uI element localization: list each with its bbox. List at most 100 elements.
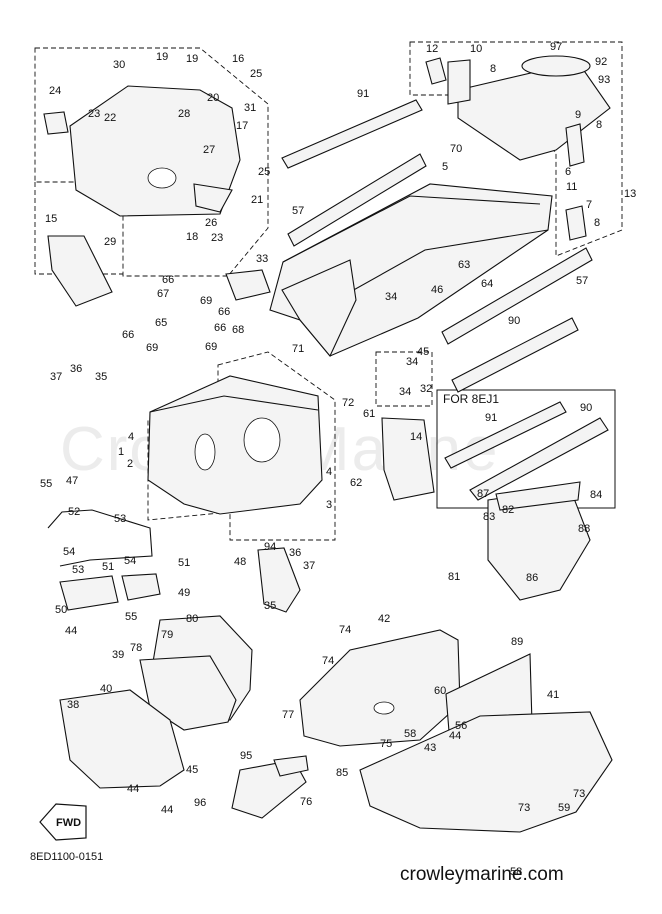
callout-73: 73 xyxy=(518,802,530,814)
callout-66: 66 xyxy=(214,322,226,334)
callout-37: 37 xyxy=(303,560,315,572)
inset-part-90 xyxy=(469,417,609,501)
callout-91: 91 xyxy=(485,412,497,424)
callout-1: 1 xyxy=(118,446,124,458)
callout-30: 30 xyxy=(113,59,125,71)
callout-37: 37 xyxy=(50,371,62,383)
callout-84: 84 xyxy=(590,489,602,501)
callout-29: 29 xyxy=(104,236,116,248)
callout-96: 96 xyxy=(194,797,206,809)
callout-36: 36 xyxy=(289,547,301,559)
callout-54: 54 xyxy=(124,555,136,567)
callout-53: 53 xyxy=(72,564,84,576)
inset-part-91 xyxy=(444,401,567,469)
callout-27: 27 xyxy=(203,144,215,156)
callout-4: 4 xyxy=(326,466,332,478)
callout-52: 52 xyxy=(68,506,80,518)
callout-87: 87 xyxy=(477,488,489,500)
callout-85: 85 xyxy=(336,767,348,779)
callout-8: 8 xyxy=(594,217,600,229)
callout-10: 10 xyxy=(470,43,482,55)
callout-34: 34 xyxy=(385,291,397,303)
callout-66: 66 xyxy=(162,274,174,286)
callout-63: 63 xyxy=(458,259,470,271)
callout-19: 19 xyxy=(156,51,168,63)
callout-75: 75 xyxy=(380,738,392,750)
rear-bracket-group xyxy=(425,55,611,241)
strip-90 xyxy=(451,317,579,393)
callout-32: 32 xyxy=(420,383,432,395)
callout-15: 15 xyxy=(45,213,57,225)
callout-68: 68 xyxy=(232,324,244,336)
lower-right-parts xyxy=(231,481,613,833)
callout-13: 13 xyxy=(624,188,636,200)
callout-93: 93 xyxy=(598,74,610,86)
callout-39: 39 xyxy=(112,649,124,661)
callout-67: 67 xyxy=(157,288,169,300)
callout-89: 89 xyxy=(511,636,523,648)
callout-8: 8 xyxy=(490,63,496,75)
callout-65: 65 xyxy=(155,317,167,329)
callout-55: 55 xyxy=(125,611,137,623)
callout-90: 90 xyxy=(580,402,592,414)
callout-73: 73 xyxy=(573,788,585,800)
callout-23: 23 xyxy=(211,232,223,244)
callout-5: 5 xyxy=(442,161,448,173)
callout-69: 69 xyxy=(200,295,212,307)
callout-74: 74 xyxy=(322,655,334,667)
callout-24: 24 xyxy=(49,85,61,97)
callout-34: 34 xyxy=(399,386,411,398)
callout-50: 50 xyxy=(55,604,67,616)
callout-33: 33 xyxy=(256,253,268,265)
callout-25: 25 xyxy=(250,68,262,80)
callout-46: 46 xyxy=(431,284,443,296)
callout-42: 42 xyxy=(378,613,390,625)
callout-66: 66 xyxy=(122,329,134,341)
callout-41: 41 xyxy=(547,689,559,701)
callout-91: 91 xyxy=(357,88,369,100)
callout-12: 12 xyxy=(426,43,438,55)
callout-49: 49 xyxy=(178,587,190,599)
callout-94: 94 xyxy=(264,541,276,553)
callout-64: 64 xyxy=(481,278,493,290)
callout-8: 8 xyxy=(596,119,602,131)
callout-88: 88 xyxy=(578,523,590,535)
callout-90: 90 xyxy=(508,315,520,327)
callout-62: 62 xyxy=(350,477,362,489)
callout-45: 45 xyxy=(417,346,429,358)
callout-80: 80 xyxy=(186,613,198,625)
callout-70: 70 xyxy=(450,143,462,155)
callout-76: 76 xyxy=(300,796,312,808)
callout-35: 35 xyxy=(95,371,107,383)
callout-4: 4 xyxy=(128,431,134,443)
callout-55: 55 xyxy=(40,478,52,490)
callout-31: 31 xyxy=(244,102,256,114)
callout-48: 48 xyxy=(234,556,246,568)
callout-59: 59 xyxy=(558,802,570,814)
callout-44: 44 xyxy=(65,625,77,637)
callout-95: 95 xyxy=(240,750,252,762)
callout-69: 69 xyxy=(146,342,158,354)
brand-url: crowleymarine.com xyxy=(400,864,564,885)
tunnel-body xyxy=(269,183,553,358)
callout-86: 86 xyxy=(526,572,538,584)
callout-58: 58 xyxy=(510,866,522,878)
callout-74: 74 xyxy=(339,624,351,636)
callout-61: 61 xyxy=(363,408,375,420)
inset-8ej1: FOR 8EJ1 xyxy=(436,389,616,509)
callout-54: 54 xyxy=(63,546,75,558)
callout-3: 3 xyxy=(326,499,332,511)
callout-83: 83 xyxy=(483,511,495,523)
callout-57: 57 xyxy=(576,275,588,287)
strip-91 xyxy=(281,99,423,169)
callout-66: 66 xyxy=(218,306,230,318)
callout-14: 14 xyxy=(410,431,422,443)
inset-title: FOR 8EJ1 xyxy=(443,392,499,406)
callout-40: 40 xyxy=(100,683,112,695)
rail-57-left xyxy=(287,153,427,247)
callout-26: 26 xyxy=(205,217,217,229)
callout-71: 71 xyxy=(292,343,304,355)
callout-17: 17 xyxy=(236,120,248,132)
callout-78: 78 xyxy=(130,642,142,654)
